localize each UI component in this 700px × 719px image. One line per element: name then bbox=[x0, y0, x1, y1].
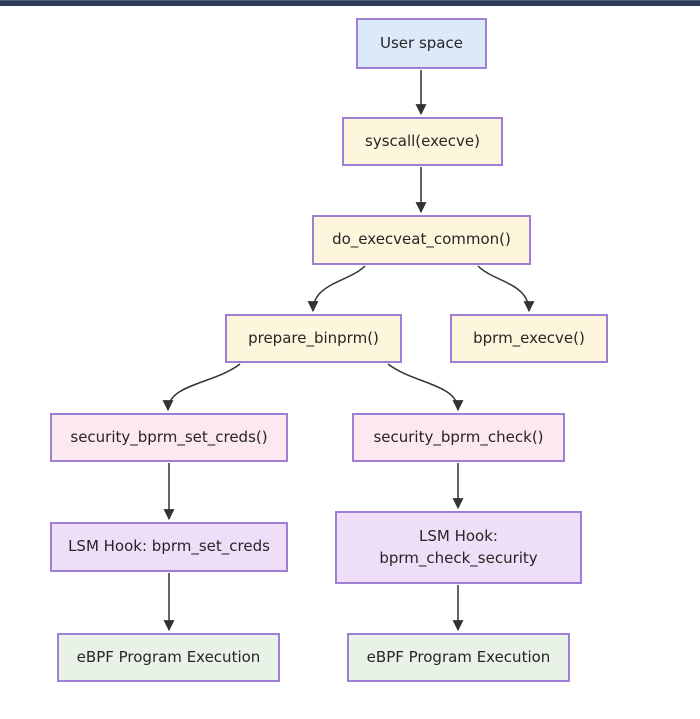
edge-doexec-to-bprmexecve bbox=[477, 265, 535, 313]
node-do-execveat-common-label: do_execveat_common() bbox=[332, 230, 511, 249]
node-do-execveat-common: do_execveat_common() bbox=[312, 215, 531, 265]
node-lsm-hook-bprm-check-security-line1: LSM Hook: bbox=[419, 526, 498, 545]
node-lsm-hook-bprm-set-creds: LSM Hook: bprm_set_creds bbox=[50, 522, 288, 572]
node-prepare-binprm: prepare_binprm() bbox=[225, 314, 402, 363]
top-window-bar bbox=[0, 0, 700, 6]
node-ebpf-program-execution-right-label: eBPF Program Execution bbox=[366, 647, 551, 666]
node-security-bprm-set-creds: security_bprm_set_creds() bbox=[50, 413, 288, 462]
node-security-bprm-check-label: security_bprm_check() bbox=[373, 427, 544, 446]
node-security-bprm-check: security_bprm_check() bbox=[352, 413, 565, 462]
node-bprm-execve: bprm_execve() bbox=[450, 314, 608, 363]
node-user-space: User space bbox=[356, 18, 487, 69]
node-ebpf-program-execution-left: eBPF Program Execution bbox=[57, 633, 280, 682]
node-security-bprm-set-creds-label: security_bprm_set_creds() bbox=[70, 427, 268, 446]
node-bprm-execve-label: bprm_execve() bbox=[473, 328, 585, 347]
node-syscall-execve-label: syscall(execve) bbox=[365, 131, 480, 150]
node-ebpf-program-execution-right: eBPF Program Execution bbox=[347, 633, 570, 682]
edge-prepare-to-seccheck bbox=[387, 363, 464, 412]
node-prepare-binprm-label: prepare_binprm() bbox=[248, 328, 379, 347]
node-syscall-execve: syscall(execve) bbox=[342, 117, 503, 166]
node-lsm-hook-bprm-check-security-line2: bprm_check_security bbox=[379, 548, 538, 567]
edge-doexec-to-prepare bbox=[307, 265, 366, 313]
node-lsm-hook-bprm-check-security: LSM Hook: bprm_check_security bbox=[335, 511, 582, 584]
node-ebpf-program-execution-left-label: eBPF Program Execution bbox=[76, 647, 261, 666]
edge-prepare-to-secset bbox=[162, 363, 241, 412]
node-user-space-label: User space bbox=[380, 33, 463, 52]
node-lsm-hook-bprm-set-creds-label: LSM Hook: bprm_set_creds bbox=[68, 537, 270, 556]
